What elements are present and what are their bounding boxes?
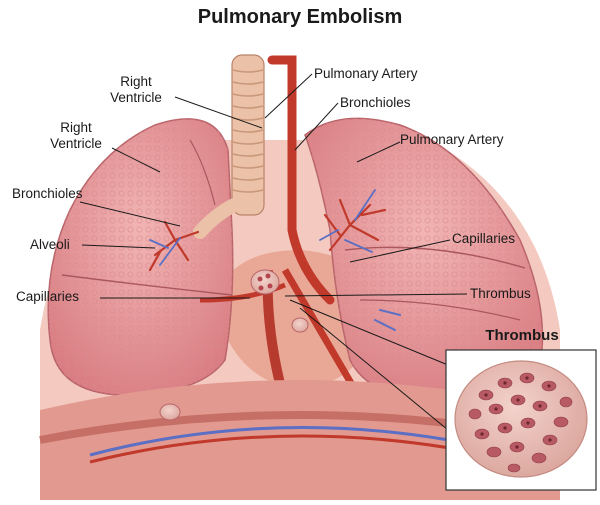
trachea — [193, 54, 265, 239]
label-bronchioles-right: Bronchioles — [340, 95, 411, 110]
label-pulmonary-artery-right: Pulmonary Artery — [400, 132, 504, 147]
left-lung — [47, 118, 234, 396]
label-line: Right — [60, 120, 92, 135]
label-bronchioles-left: Bronchioles — [12, 186, 83, 201]
label-alveoli: Alveoli — [30, 237, 70, 252]
label-pulmonary-artery-top: Pulmonary Artery — [314, 66, 418, 81]
right-lung — [304, 117, 544, 401]
label-right-ventricle-left: Right Ventricle — [36, 120, 116, 152]
thrombus-inset — [445, 349, 597, 491]
label-thrombus: Thrombus — [470, 286, 531, 301]
label-line: Ventricle — [110, 90, 162, 105]
label-capillaries-right: Capillaries — [452, 231, 516, 246]
left-bronchiole-tree — [148, 220, 200, 272]
inset-title: Thrombus — [485, 327, 559, 344]
label-line: Ventricle — [50, 136, 102, 151]
label-line: Right — [120, 74, 152, 89]
pulmonary-artery-trunk — [267, 55, 335, 305]
page-title: Pulmonary Embolism — [197, 6, 403, 28]
leader-lines — [79, 73, 468, 431]
label-capillaries-left: Capillaries — [16, 289, 80, 304]
vessel-clot — [159, 269, 309, 421]
right-bronchiole-tree — [319, 189, 401, 331]
label-right-ventricle-top: Right Ventricle — [96, 74, 176, 106]
